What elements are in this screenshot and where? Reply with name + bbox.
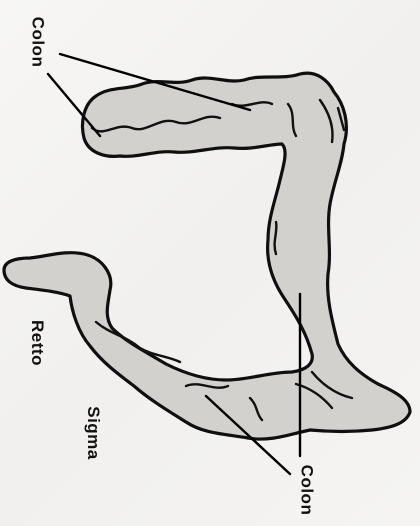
label-sigma: Sigma: [83, 406, 103, 460]
colon-shape: [4, 73, 410, 439]
label-retto: Retto: [27, 320, 47, 366]
label-colon-bottom: Colon: [296, 465, 316, 516]
label-colon-top: Colon: [27, 17, 47, 68]
